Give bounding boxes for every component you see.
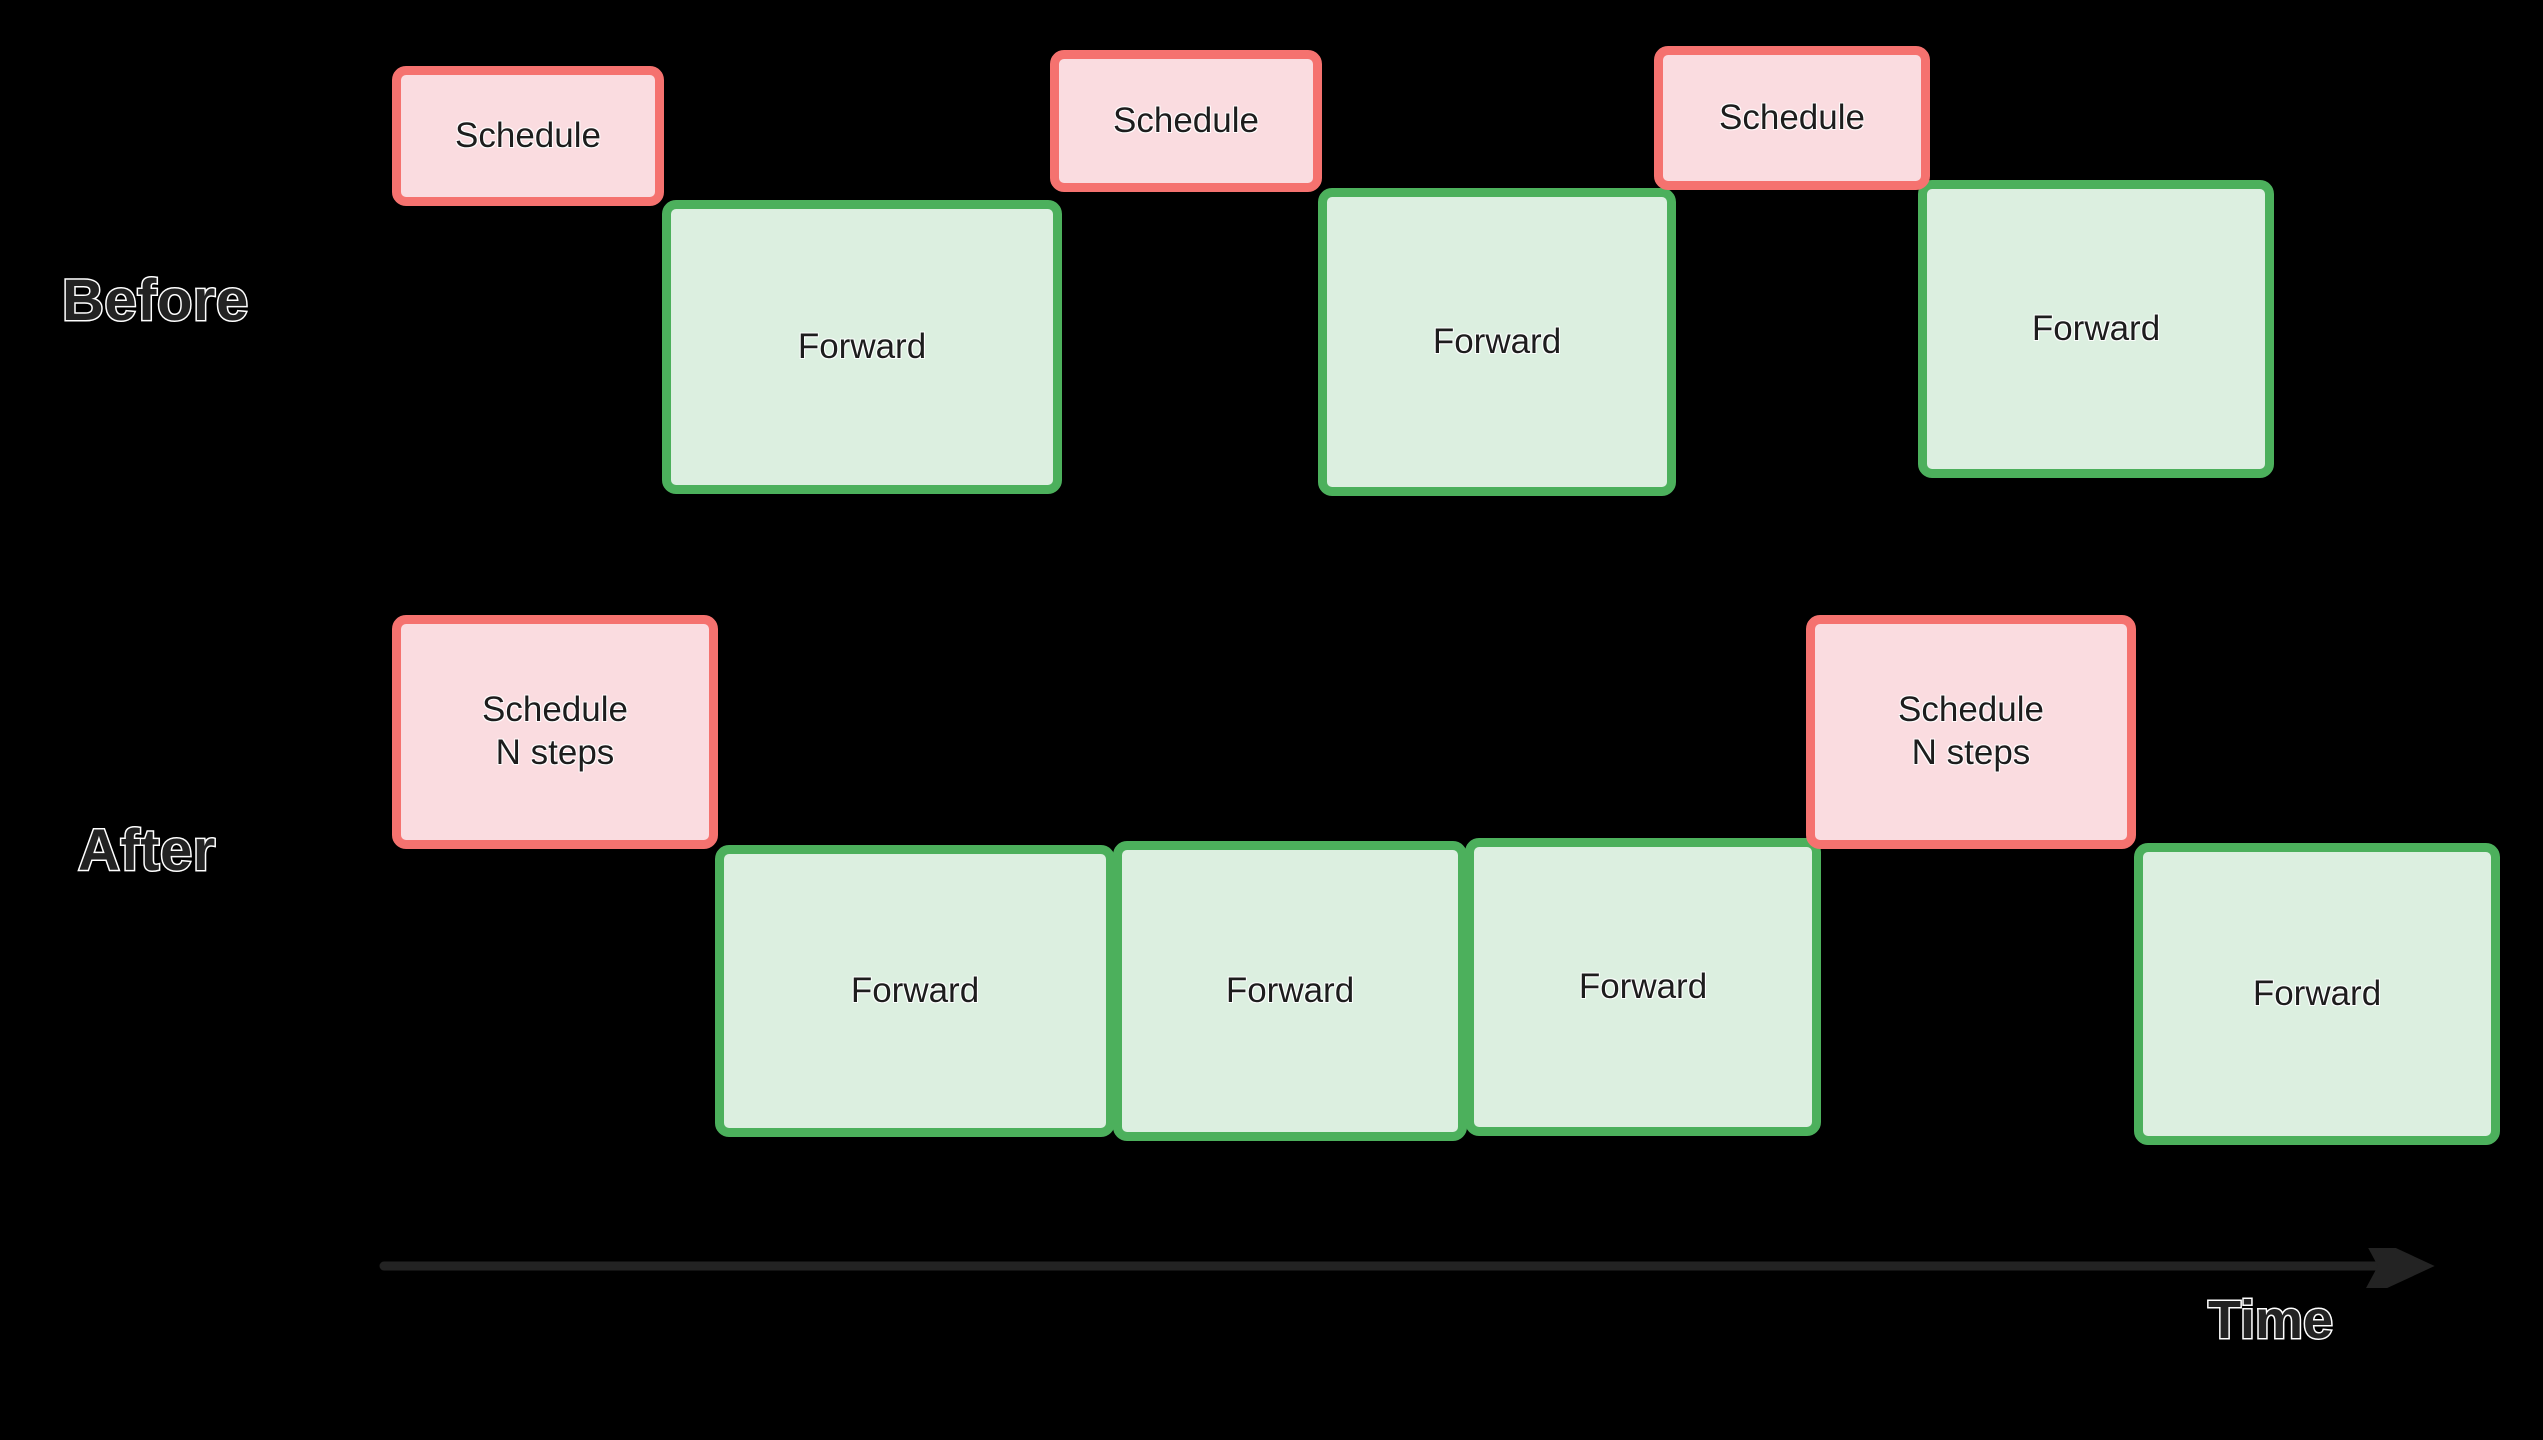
- forward-box-label: Forward: [1225, 970, 1355, 1010]
- forward-box-before-6[interactable]: Forward: [1918, 180, 2274, 478]
- schedule-box-label: Schedule: [1719, 97, 1865, 137]
- forward-box-before-2[interactable]: Forward: [662, 200, 1062, 494]
- forward-box-after-2[interactable]: Forward: [715, 845, 1115, 1137]
- time-axis-label: Time: [2206, 1290, 2334, 1350]
- forward-box-label: Forward: [797, 326, 927, 366]
- forward-box-after-4[interactable]: Forward: [1465, 838, 1821, 1136]
- row-label-after: After: [77, 818, 217, 883]
- schedule-box-before-5[interactable]: Schedule: [1654, 46, 1930, 190]
- row-label-before: Before: [61, 268, 250, 333]
- forward-box-label: Forward: [1432, 321, 1562, 361]
- forward-box-before-4[interactable]: Forward: [1318, 188, 1676, 496]
- schedule-box-label: Schedule N steps: [1898, 690, 2044, 772]
- forward-box-label: Forward: [1578, 966, 1708, 1006]
- schedule-box-before-3[interactable]: Schedule: [1050, 50, 1322, 192]
- forward-box-label: Forward: [2031, 308, 2161, 348]
- schedule-box-label: Schedule: [455, 115, 601, 155]
- schedule-box-before-1[interactable]: Schedule: [392, 66, 664, 206]
- forward-box-label: Forward: [850, 970, 980, 1010]
- schedule-box-after-5[interactable]: Schedule N steps: [1806, 615, 2136, 849]
- forward-box-label: Forward: [2252, 973, 2382, 1013]
- time-axis-arrow: [379, 1248, 2435, 1288]
- forward-box-after-3[interactable]: Forward: [1113, 841, 1467, 1141]
- schedule-box-after-1[interactable]: Schedule N steps: [392, 615, 718, 849]
- schedule-box-label: Schedule N steps: [482, 690, 628, 772]
- forward-box-after-6[interactable]: Forward: [2134, 843, 2500, 1145]
- schedule-box-label: Schedule: [1113, 100, 1259, 140]
